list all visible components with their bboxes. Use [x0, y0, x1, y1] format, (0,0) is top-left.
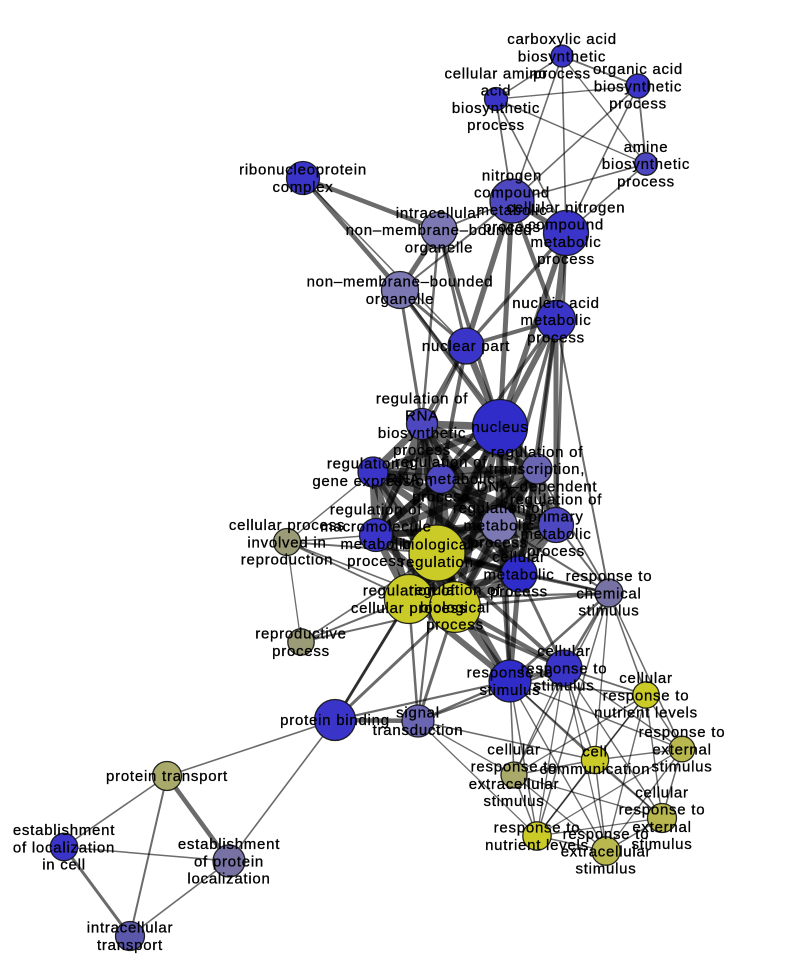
svg-text:protein transport: protein transport	[106, 768, 228, 785]
svg-text:nucleus: nucleus	[472, 419, 529, 436]
svg-text:protein binding: protein binding	[280, 712, 390, 729]
svg-text:nuclear part: nuclear part	[422, 338, 510, 355]
